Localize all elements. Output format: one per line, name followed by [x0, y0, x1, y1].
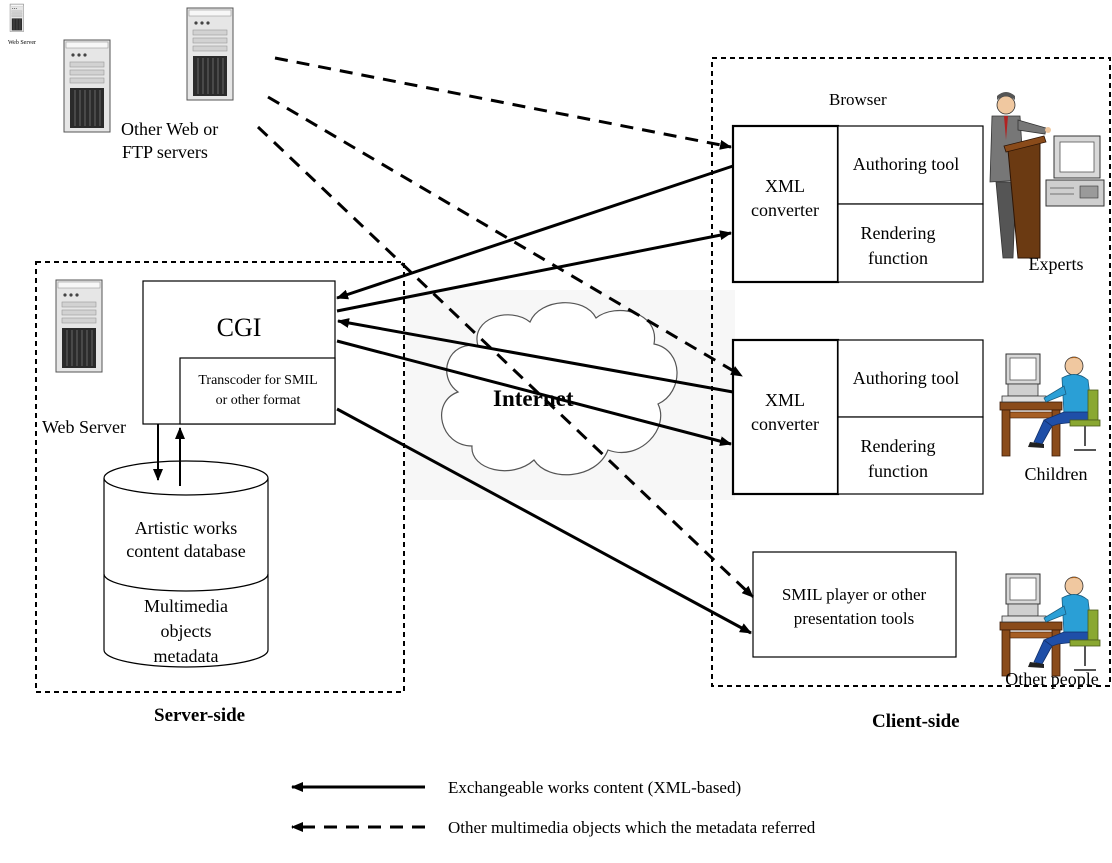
dashed-arrow	[256, 125, 755, 599]
computer-icon	[1045, 135, 1105, 207]
legend-label: Exchangeable works content (XML-based)	[448, 778, 741, 797]
server-side-boundary	[35, 261, 405, 693]
solid-arrow	[336, 230, 732, 313]
transcoder-label-line1: Transcoder for SMIL	[198, 373, 317, 388]
server-side-title: Server-side	[154, 705, 245, 726]
solid-arrow	[336, 407, 752, 635]
content-database	[103, 460, 269, 668]
dashed-arrow	[267, 95, 743, 378]
xml-converter-label-line1: XML	[765, 390, 805, 410]
other-servers-label-line1: Other Web or	[121, 119, 218, 139]
db-lower-line1: Multimedia	[144, 596, 228, 616]
user-group-label: Children	[1025, 464, 1088, 484]
solid-arrow	[337, 318, 734, 394]
tiny-web-server-icon	[9, 3, 24, 32]
authoring-tool-label: Authoring tool	[853, 154, 960, 174]
internet-cloud: Internet	[405, 290, 735, 500]
authoring-tool-box	[837, 339, 984, 418]
smil-label-line1: SMIL player or other	[782, 585, 927, 604]
rendering-function-box	[837, 416, 984, 495]
server-icon	[186, 7, 234, 101]
other-servers-label-line2: FTP servers	[122, 142, 208, 162]
db-upper-line2: content database	[126, 541, 245, 561]
client-side-boundary	[711, 57, 1111, 687]
cgi-label: CGI	[217, 313, 262, 342]
user-group-label: Other people	[1005, 669, 1098, 689]
transcoder-box	[179, 357, 336, 425]
rendering-label-line1: Rendering	[861, 223, 936, 243]
authoring-tool-label: Authoring tool	[853, 368, 960, 388]
tiny-server-label: Web Server	[8, 40, 36, 46]
expert-presenter-icon	[989, 92, 1051, 259]
server-icon	[63, 39, 111, 133]
child-at-computer-icon	[999, 353, 1101, 457]
db-upper-line1: Artistic works	[135, 518, 238, 538]
db-lower-line3: metadata	[154, 646, 219, 666]
web-server-label: Web Server	[42, 417, 126, 437]
xml-converter-box	[731, 124, 840, 284]
person-at-computer-icon	[999, 573, 1101, 677]
web-server-icon	[55, 279, 103, 373]
rendering-label-line2: function	[868, 248, 928, 268]
legend-label: Other multimedia objects which the metad…	[448, 818, 816, 837]
transcoder-label-line2: or other format	[216, 393, 301, 408]
xml-converter-label-line2: converter	[751, 200, 819, 220]
client-side-title: Client-side	[872, 711, 960, 732]
rendering-label-line2: function	[868, 461, 928, 481]
xml-converter-label-line1: XML	[765, 176, 805, 196]
xml-converter-label-line2: converter	[751, 414, 819, 434]
smil-player-box	[752, 551, 957, 658]
legend: Exchangeable works content (XML-based) O…	[291, 778, 816, 837]
solid-arrow	[336, 339, 732, 447]
browser-label: Browser	[829, 90, 887, 109]
rendering-label-line1: Rendering	[861, 436, 936, 456]
db-lower-line2: objects	[161, 621, 212, 641]
rendering-function-box	[837, 203, 984, 283]
solid-arrow	[336, 164, 734, 300]
smil-label-line2: presentation tools	[794, 609, 914, 628]
dashed-arrow	[274, 56, 732, 150]
user-group-label: Experts	[1029, 254, 1084, 274]
authoring-tool-box	[837, 125, 984, 205]
